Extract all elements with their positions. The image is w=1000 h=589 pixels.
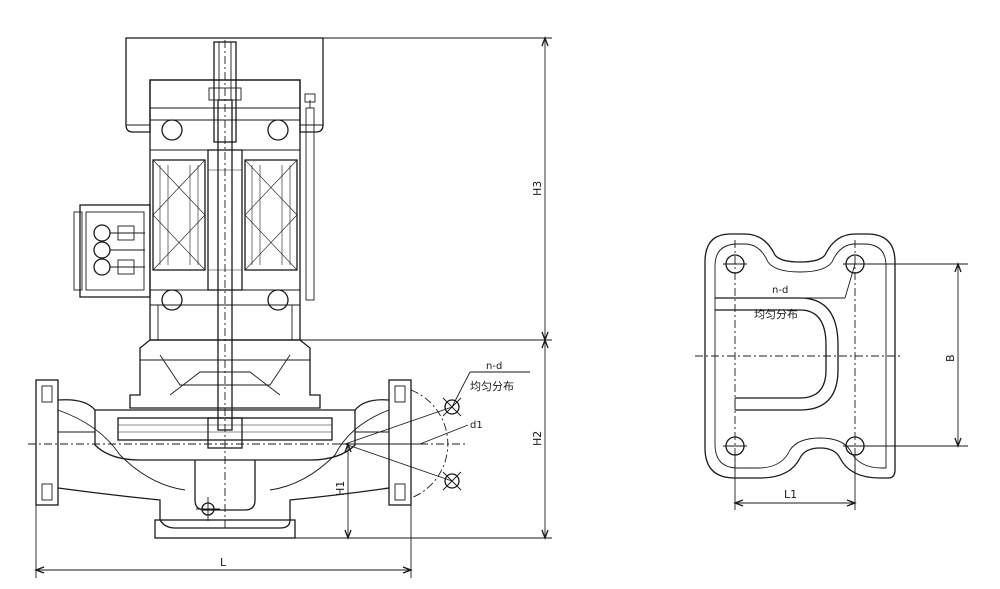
d1-label: d1: [470, 420, 483, 431]
bearing-top-right: [267, 119, 289, 141]
motor-cover: [125, 37, 324, 133]
dim-H1-label: H1: [334, 481, 347, 496]
bearing-top-left: [161, 119, 183, 141]
stator-winding-left: [152, 159, 206, 271]
dim-B-label: B: [944, 354, 957, 362]
rotor: [207, 149, 243, 291]
dimension-lines-front: [34, 36, 552, 578]
shaft: [208, 40, 242, 530]
front-view: n-d 均匀分布 d1 H3: [28, 36, 552, 578]
flange-holes-label: n-d: [486, 361, 502, 372]
junction-box: [73, 204, 151, 298]
bracket: [129, 339, 321, 409]
bearing-bottom-left: [161, 289, 183, 311]
bearing-bottom-right: [267, 289, 289, 311]
base-distribution-label: 均匀分布: [754, 308, 798, 321]
stator-winding-right: [244, 159, 298, 271]
bolt-hole-lower: [444, 473, 460, 489]
dim-H2-label: H2: [531, 431, 544, 446]
base-plate: [154, 519, 296, 539]
dim-L-label: L: [220, 556, 227, 569]
flange-distribution-label: 均匀分布: [470, 380, 514, 393]
flange-bolt-circle: [344, 371, 530, 499]
base-holes-label: n-d: [772, 285, 788, 296]
pump-casing: [28, 379, 468, 539]
dim-H3-label: H3: [531, 181, 544, 196]
base-view: [695, 233, 968, 510]
dim-L1-label: L1: [784, 488, 797, 501]
bolt-hole-upper: [444, 399, 460, 415]
